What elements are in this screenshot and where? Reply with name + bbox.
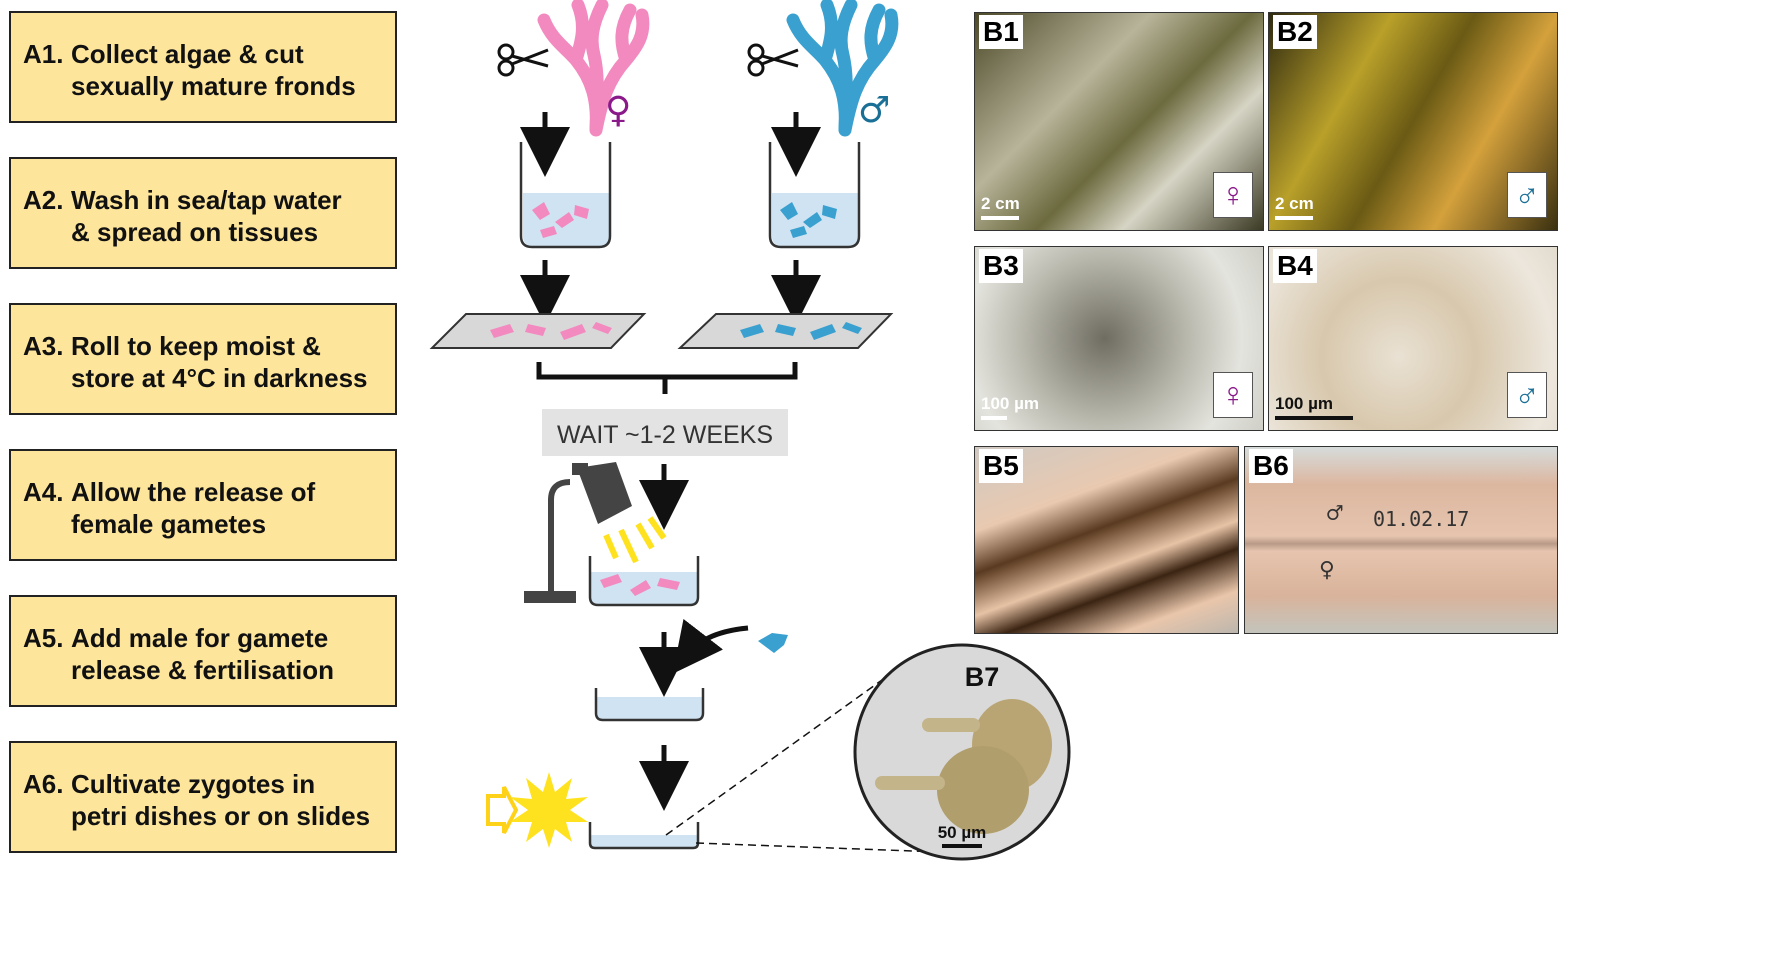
light-rays: [603, 516, 667, 564]
scale-bar: 2 cm: [1275, 194, 1314, 220]
photo-tag: B3: [979, 249, 1023, 283]
male-symbol: ♂: [1327, 499, 1343, 529]
male-frond-piece-icon: [758, 633, 788, 653]
photo-tag: B5: [979, 449, 1023, 483]
step-label: A2.: [23, 185, 64, 215]
photo-tag: B4: [1273, 249, 1317, 283]
step-label: A3.: [23, 331, 64, 361]
female-symbol: ♀: [605, 90, 631, 131]
step-text-line1: Roll to keep moist &: [71, 331, 321, 361]
photo-b2-male-fronds: B2 2 cm ♂: [1268, 12, 1558, 231]
scale-bar: 2 cm: [981, 194, 1020, 220]
step-text-line2: release & fertilisation: [71, 655, 334, 685]
step-text-line1: Wash in sea/tap water: [71, 185, 342, 215]
scissors-icon: [747, 43, 799, 77]
step-text-line1: Add male for gamete: [71, 623, 329, 653]
scale-bar: 100 µm: [981, 394, 1039, 420]
step-text-line1: Cultivate zygotes in: [71, 769, 316, 799]
step-a2: A2. Wash in sea/tap water & spread on ti…: [9, 157, 397, 269]
tissue-female: [429, 313, 647, 349]
photo-tag: B2: [1273, 15, 1317, 49]
photo-b3-female-conceptacle: B3 100 µm ♀: [974, 246, 1264, 431]
culture-dish: [588, 822, 700, 850]
male-symbol: ♂: [1507, 172, 1547, 218]
step-text-line2: sexually mature fronds: [71, 71, 356, 101]
step-label: A4.: [23, 477, 64, 507]
step-a3: A3. Roll to keep moist & store at 4°C in…: [9, 303, 397, 415]
photo-b1-female-fronds: B1 2 cm ♀: [974, 12, 1264, 231]
step-label: A6.: [23, 769, 64, 799]
photo-b6-rolled-tissues: B6 ♂ 01.02.17 ♀: [1244, 446, 1558, 634]
scale-bar: 100 µm: [1275, 394, 1353, 420]
male-symbol: ♂: [858, 90, 890, 131]
wait-box: [542, 409, 788, 456]
step-text-line1: Allow the release of: [71, 477, 316, 507]
step-text-line1: Collect algae & cut: [71, 39, 304, 69]
add-male-arrow: [672, 618, 749, 674]
lamp-icon: [524, 462, 632, 603]
step-a4: A4. Allow the release of female gametes: [9, 449, 397, 561]
step-a6: A6. Cultivate zygotes in petri dishes or…: [9, 741, 397, 853]
b7-scale-bar: [942, 844, 982, 848]
step-a1: A1. Collect algae & cut sexually mature …: [9, 11, 397, 123]
light-source-icon: [486, 772, 588, 848]
female-symbol: ♀: [1213, 372, 1253, 418]
photo-b4-male-antheridia: B4 100 µm ♂: [1268, 246, 1558, 431]
zygote-micrograph-b7: B7 50 µm: [853, 643, 1071, 861]
fertilisation-dish: [594, 688, 705, 722]
male-symbol: ♂: [1507, 372, 1547, 418]
roll-date-label: 01.02.17: [1373, 507, 1470, 531]
step-a5: A5. Add male for gamete release & fertil…: [9, 595, 397, 707]
step-text-line2: store at 4°C in darkness: [71, 363, 368, 393]
photo-tag: B1: [979, 15, 1023, 49]
release-dish: [588, 556, 700, 607]
step-label: A1.: [23, 39, 64, 69]
step-text-line2: female gametes: [71, 509, 267, 539]
b7-tag: B7: [965, 662, 1000, 692]
photo-b5-fronds-on-tissue: B5: [974, 446, 1239, 634]
step-label: A5.: [23, 623, 64, 653]
tissue-male: [677, 313, 894, 349]
female-symbol: ♀: [1213, 172, 1253, 218]
photo-tag: B6: [1249, 449, 1293, 483]
female-symbol: ♀: [1319, 555, 1335, 585]
wash-beaker-female: [519, 142, 612, 249]
step-text-line2: petri dishes or on slides: [71, 801, 371, 831]
b7-scale-label: 50 µm: [938, 823, 987, 842]
wash-beaker-male: [768, 142, 861, 249]
scissors-icon: [497, 43, 549, 77]
step-text-line2: & spread on tissues: [71, 217, 319, 247]
wait-label: WAIT ~1-2 WEEKS: [557, 421, 773, 449]
